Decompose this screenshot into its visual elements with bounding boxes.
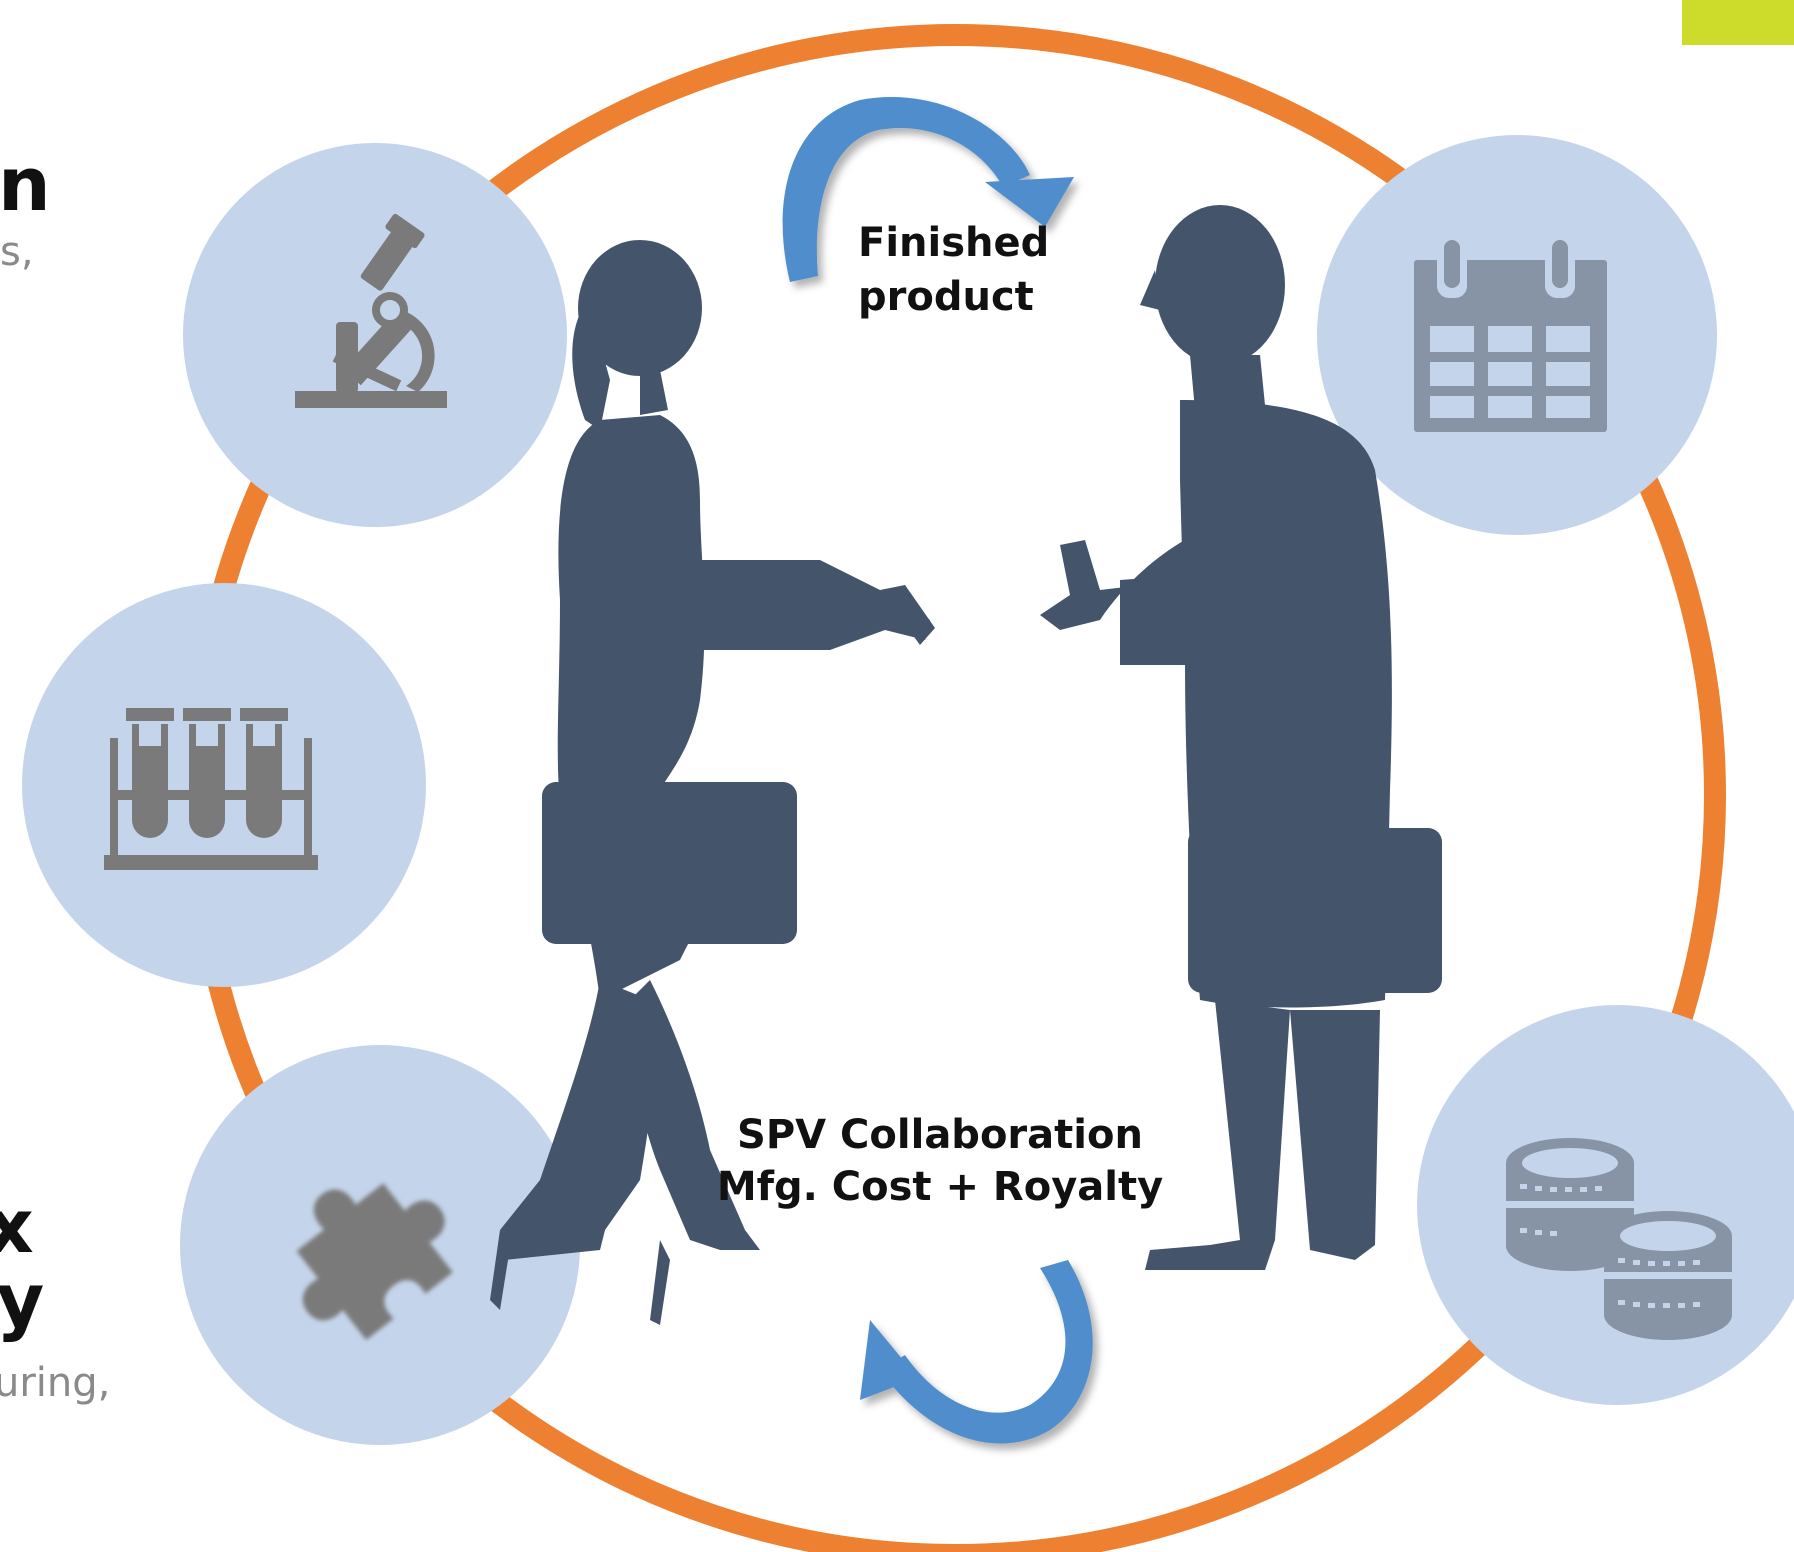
accent-tab <box>1682 0 1794 45</box>
businesswoman-silhouette <box>490 240 935 1325</box>
coins-icon <box>1506 1138 1732 1340</box>
icon-circle-puzzle <box>180 1045 580 1445</box>
icon-circle-microscope <box>183 143 567 527</box>
test-tubes-icon <box>104 708 318 870</box>
left-heading-fragment-bottom: y <box>0 1258 45 1344</box>
label-top-line-2: product <box>858 274 1034 320</box>
label-bottom-line-2: Mfg. Cost + Royalty <box>717 1164 1163 1210</box>
arrow-top <box>782 97 1074 283</box>
label-top-line-1: Finished <box>858 220 1049 266</box>
icon-circle-calendar <box>1317 135 1717 535</box>
label-finished-product: Finished product <box>858 220 1049 320</box>
left-heading-fragment-top: n <box>0 142 51 228</box>
left-subtext-fragment-top: s, <box>0 229 34 275</box>
left-heading-fragment-mid: x <box>0 1184 34 1270</box>
puzzle-piece-icon <box>296 1183 453 1340</box>
arrow-bottom <box>860 1260 1093 1444</box>
label-bottom-line-1: SPV Collaboration <box>737 1112 1143 1158</box>
microscope-icon <box>295 213 447 408</box>
icon-circle-coins <box>1417 1005 1794 1405</box>
businessman-silhouette <box>1040 205 1442 1270</box>
icon-circle-test-tubes <box>22 583 426 987</box>
calendar-icon <box>1414 240 1607 432</box>
label-spv-collaboration: SPV Collaboration Mfg. Cost + Royalty <box>717 1112 1163 1210</box>
left-subtext-fragment-bottom: uring, <box>0 1360 111 1406</box>
